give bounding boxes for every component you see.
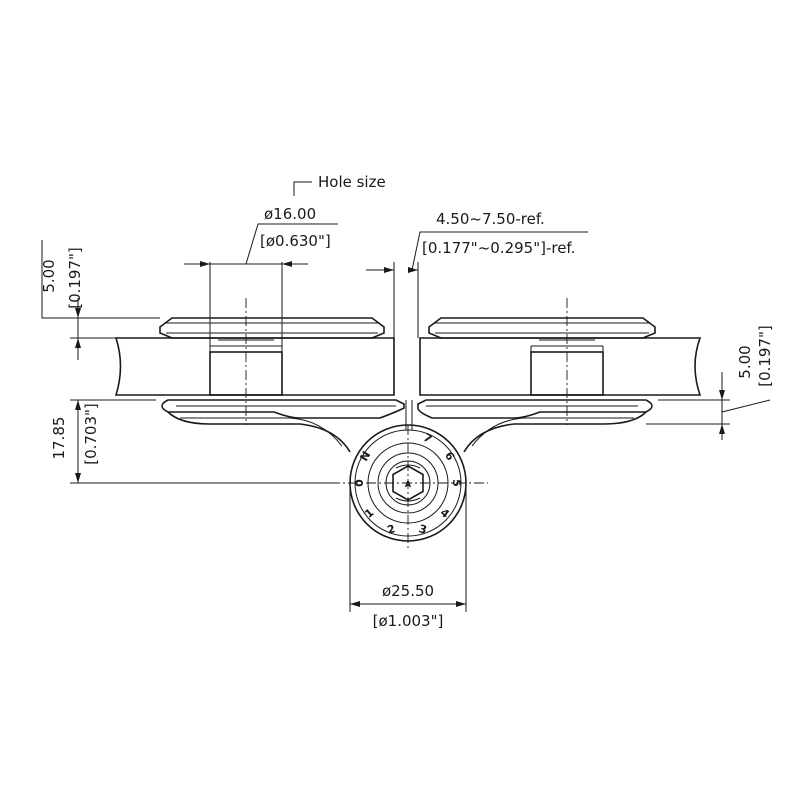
- dial-label-4: 4: [438, 506, 452, 521]
- left-glass-panel: [114, 337, 395, 396]
- dial-label-3: 3: [417, 522, 428, 537]
- diameter-dim-in: [ø1.003"]: [373, 612, 444, 630]
- hole-dim-in: [ø0.630"]: [260, 232, 331, 250]
- dial-label-2: 2: [386, 522, 397, 537]
- height-dim-mm: 17.85: [50, 417, 68, 460]
- diameter-dim-mm: ø25.50: [382, 582, 434, 600]
- hinge-body: [161, 399, 653, 453]
- dial-label-0: 0: [353, 479, 366, 487]
- right-thickness-dimension: 5.00 [0.197"]: [646, 325, 774, 440]
- left-thickness-dimension: 5.00 [0.197"]: [40, 240, 160, 360]
- right-top-plate: [428, 317, 656, 339]
- gap-dimension: 4.50~7.50-ref. [0.177"~0.295"]-ref.: [366, 210, 588, 338]
- hole-dim-mm: ø16.00: [264, 205, 316, 223]
- right-thickness-in: [0.197"]: [756, 325, 774, 387]
- right-glass-panel: [419, 337, 702, 396]
- hole-size-dimension: Hole size ø16.00 [ø0.630"]: [184, 173, 386, 346]
- dial-label-1: 1: [362, 506, 376, 521]
- left-top-plate: [159, 317, 385, 339]
- height-dim-in: [0.703"]: [82, 403, 100, 465]
- diameter-dimension: ø25.50 [ø1.003"]: [349, 483, 467, 630]
- gap-dim-mm: 4.50~7.50-ref.: [436, 210, 545, 228]
- dial-label-6: 6: [442, 450, 457, 463]
- gap-dim-in: [0.177"~0.295"]-ref.: [422, 239, 575, 257]
- centerlines: [245, 298, 568, 548]
- right-thickness-mm: 5.00: [736, 345, 754, 378]
- hole-size-callout: Hole size: [318, 173, 386, 191]
- dial-label-7: 7: [421, 431, 434, 446]
- left-thickness-mm: 5.00: [40, 259, 58, 292]
- left-thickness-in: [0.197"]: [66, 247, 84, 309]
- height-dimension: 17.85 [0.703"]: [50, 399, 330, 484]
